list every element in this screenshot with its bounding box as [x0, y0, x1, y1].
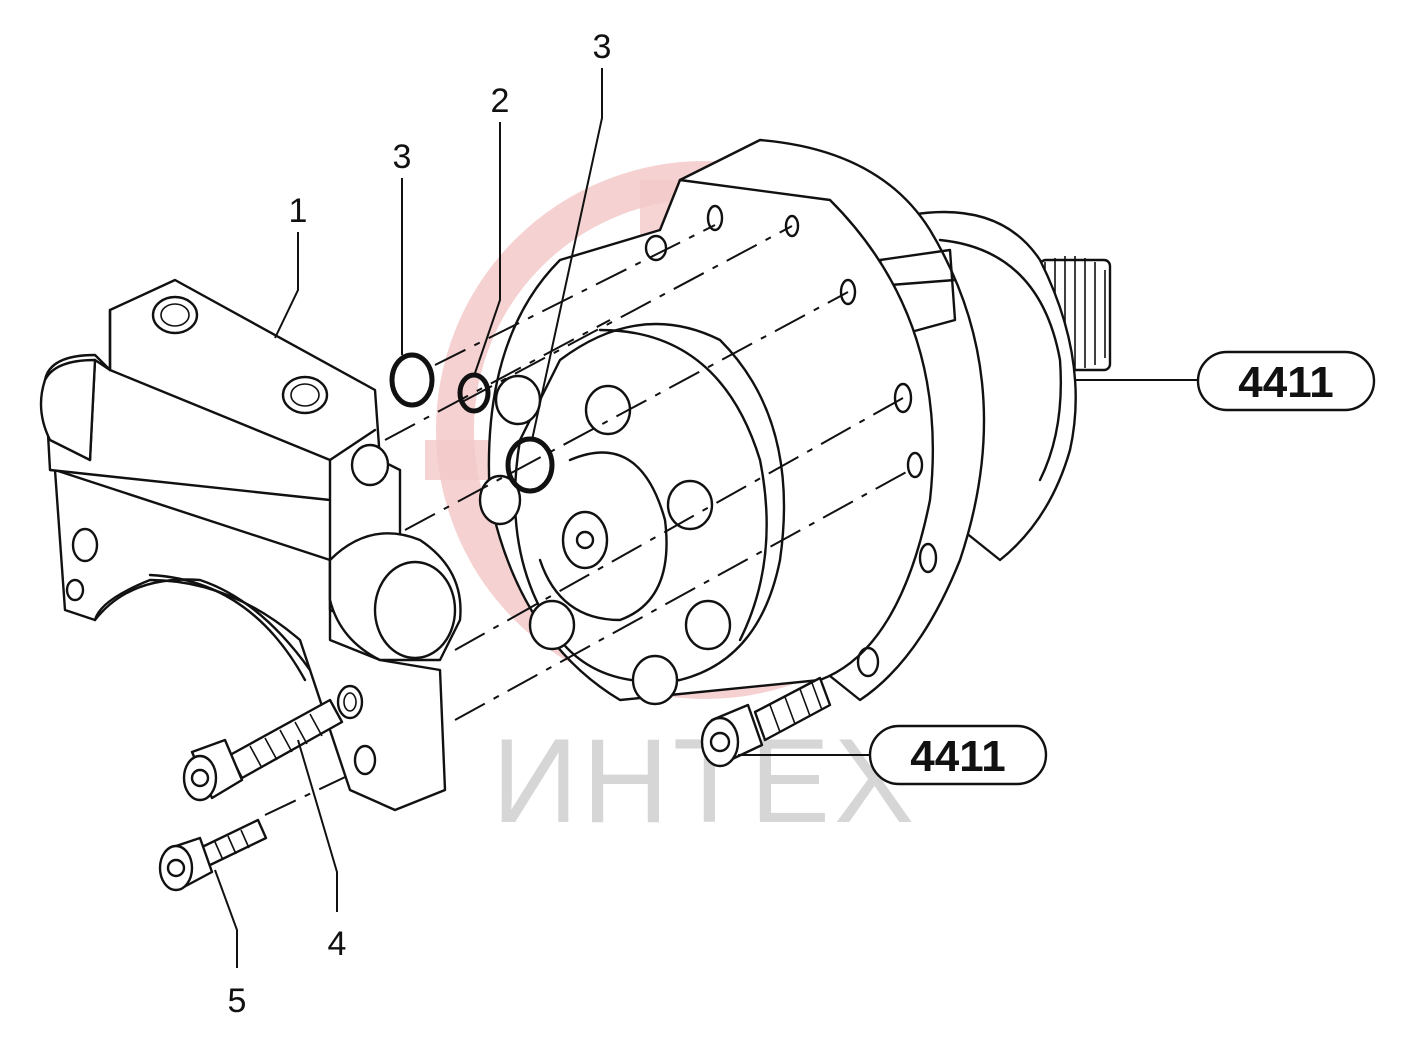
- mounting-bracket: [39, 278, 462, 812]
- washer-4: [336, 684, 364, 720]
- callout-4: 4: [328, 925, 347, 963]
- motor-bolt: [700, 676, 832, 768]
- countersunk-screw-5: [158, 818, 268, 892]
- reference-label-bolt[interactable]: 4411: [868, 724, 1048, 786]
- callout-3-right: 3: [593, 28, 612, 66]
- callout-3-left: 3: [393, 138, 412, 176]
- bracket-seal-arc: [148, 573, 307, 682]
- valve-hex-nuts: [478, 374, 732, 706]
- reference-label-bolt-text: 4411: [910, 732, 1005, 781]
- reference-label-motor[interactable]: 4411: [1196, 350, 1376, 412]
- o-ring-3-center: [505, 436, 555, 494]
- callout-5: 5: [228, 982, 247, 1020]
- o-ring-3-left: [389, 352, 435, 408]
- socket-head-screw-4: [182, 698, 344, 802]
- callout-2: 2: [491, 82, 510, 120]
- reference-label-motor-text: 4411: [1238, 358, 1333, 407]
- leader-lines: [214, 68, 1198, 968]
- assembly-centerlines: [264, 224, 911, 816]
- callout-1: 1: [289, 192, 308, 230]
- hydraulic-motor: [478, 138, 1112, 706]
- flange-holes: [644, 204, 938, 678]
